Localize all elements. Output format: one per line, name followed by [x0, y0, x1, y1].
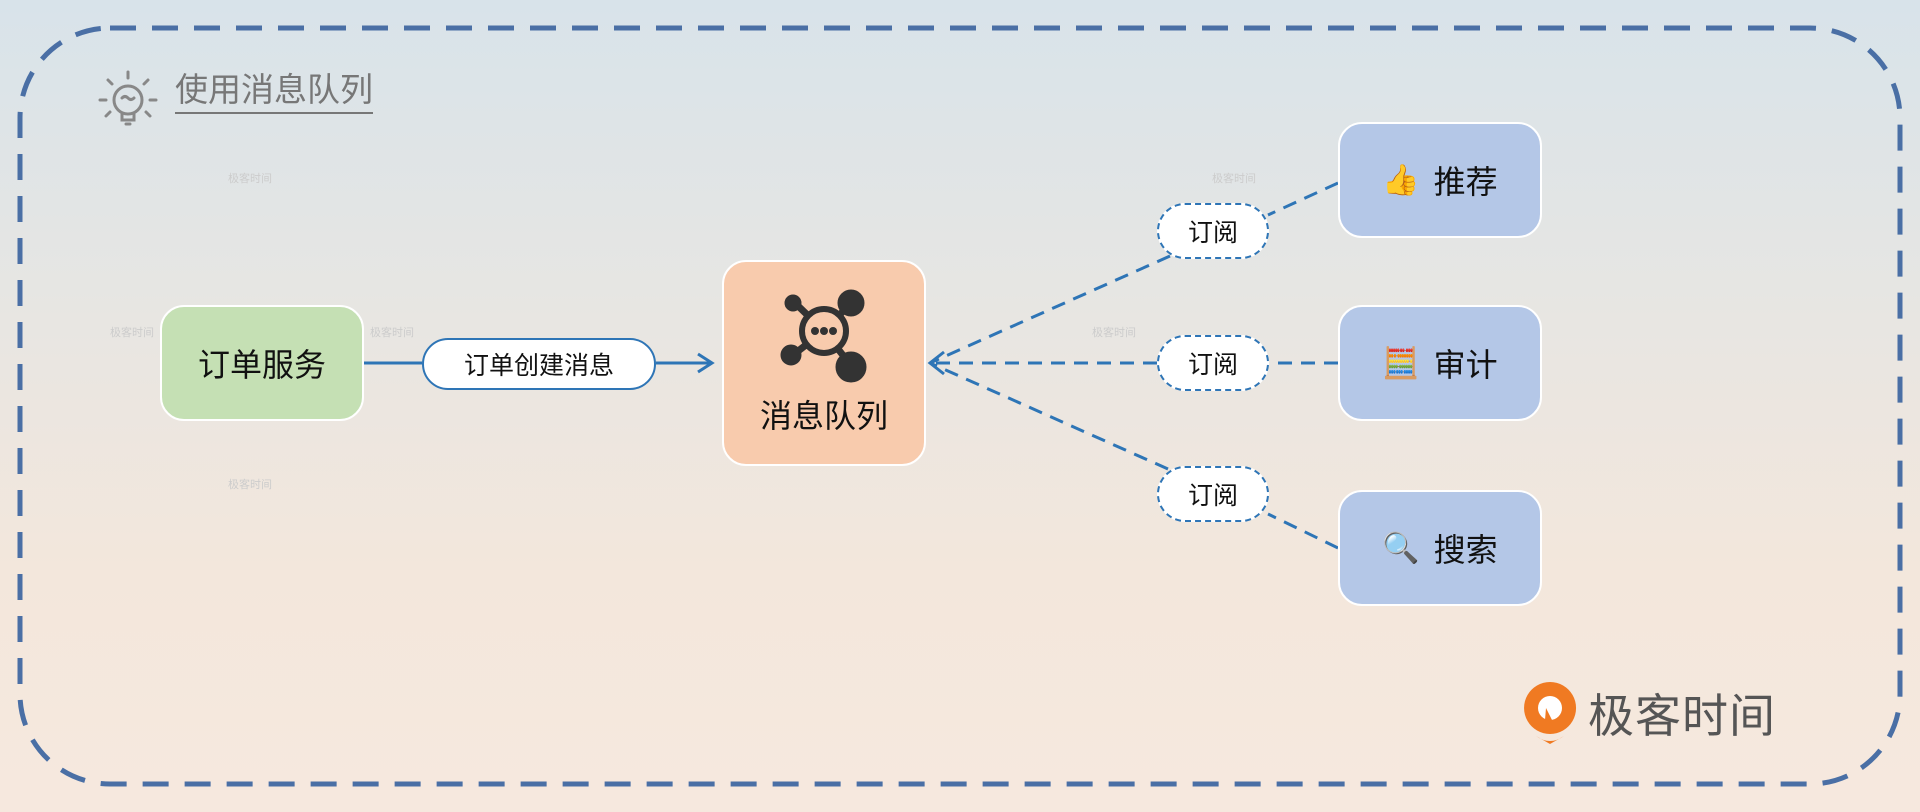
message-queue-icon [780, 289, 867, 383]
subscribe-label: 订阅 [1157, 335, 1269, 391]
arrow-head-subscribers [927, 350, 945, 376]
magnifier-icon: 🔍 [1382, 530, 1420, 566]
abacus-icon: 🧮 [1382, 345, 1420, 381]
order-service-node: 订单服务 [160, 305, 364, 421]
message-queue-label: 消息队列 [759, 397, 888, 435]
subscribe-label: 订阅 [1157, 203, 1269, 259]
subscribe-label: 订阅 [1157, 466, 1269, 522]
search-node: 🔍 搜索 [1338, 490, 1542, 606]
watermark: 极客时间 [1092, 326, 1136, 339]
watermark: 极客时间 [370, 326, 414, 339]
create-message-label: 订单创建消息 [422, 338, 656, 390]
recommend-node: 👍 推荐 [1338, 122, 1542, 238]
edge-search-mq [1267, 512, 1339, 550]
arrow-head-mq [697, 352, 715, 374]
search-label: 搜索 [1433, 531, 1498, 569]
geektime-logo-text: 极客时间 [1588, 689, 1776, 743]
geektime-logo: 极客时间 [1522, 680, 1776, 746]
lightbulb-icon [98, 70, 158, 126]
edge-recommend-mq [1267, 181, 1339, 217]
watermark: 极客时间 [1212, 172, 1256, 185]
recommend-label: 推荐 [1433, 163, 1498, 201]
audit-label: 审计 [1433, 346, 1498, 384]
message-queue-node: 消息队列 [722, 260, 926, 466]
dashed-frame [17, 25, 1903, 787]
watermark: 极客时间 [110, 326, 154, 339]
watermark: 极客时间 [228, 478, 272, 491]
page-title: 使用消息队列 [175, 70, 373, 114]
watermark: 极客时间 [228, 172, 272, 185]
thumbs-up-icon: 👍 [1382, 162, 1420, 198]
geektime-logo-icon [1524, 682, 1577, 744]
audit-node: 🧮 审计 [1338, 305, 1542, 421]
order-service-label: 订单服务 [197, 346, 326, 384]
